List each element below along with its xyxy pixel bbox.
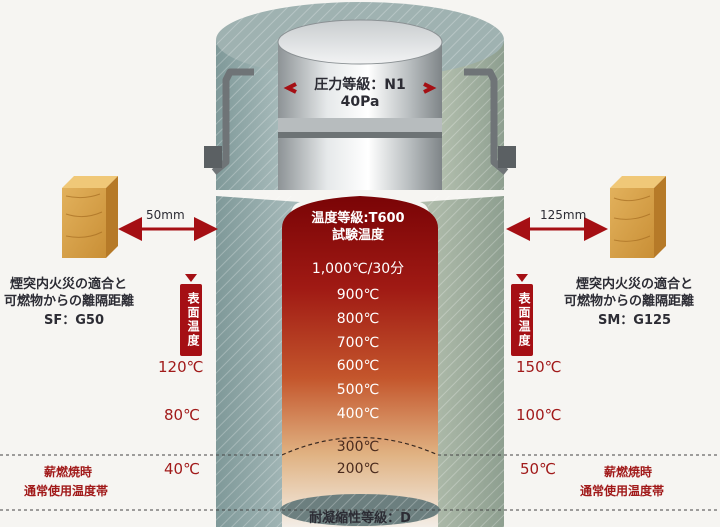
scale-800: 800℃	[336, 311, 380, 327]
scale-700: 700℃	[336, 335, 380, 351]
surface-arrow-right	[516, 274, 528, 282]
right-distance: 125mm	[540, 208, 587, 222]
left-band-line1: 薪燃焼時	[44, 465, 93, 479]
left-title-line2: 可燃物からの離隔距離	[4, 294, 135, 309]
right-temp-50: 50℃	[520, 460, 556, 478]
right-band-line2: 通常使用温度帯	[580, 484, 665, 498]
left-temp-80: 80℃	[164, 406, 200, 424]
scale-400: 400℃	[336, 406, 380, 422]
scale-600: 600℃	[336, 358, 380, 374]
scale-900: 900℃	[336, 287, 380, 303]
pressure-arrow-left	[283, 82, 297, 94]
pressure-grade: 圧力等級：N1	[314, 77, 406, 93]
left-temp-120: 120℃	[158, 358, 204, 376]
wood-block-left	[62, 176, 118, 258]
right-surface-temp-label: 表面温度	[511, 284, 533, 356]
temperature-grade: 温度等級:T600	[311, 211, 405, 226]
left-band-line2: 通常使用温度帯	[24, 484, 109, 498]
condensation-grade: 耐凝縮性等級：D	[309, 511, 411, 526]
right-band-line1: 薪燃焼時	[604, 465, 653, 479]
scale-1000: 1,000℃/30分	[311, 261, 405, 277]
left-distance: 50mm	[146, 208, 185, 222]
left-temp-40: 40℃	[164, 460, 200, 478]
surface-arrow-left	[185, 274, 197, 282]
right-temp-100: 100℃	[516, 406, 562, 424]
scale-300: 300℃	[336, 439, 380, 455]
left-code: SF：G50	[44, 313, 105, 328]
test-temperature-label: 試験温度	[331, 228, 385, 243]
right-temp-150: 150℃	[516, 358, 562, 376]
left-title-line1: 煙突内火災の適合と	[10, 277, 128, 292]
right-title-line1: 煙突内火災の適合と	[576, 277, 694, 292]
pressure-value: 40Pa	[340, 94, 380, 110]
wood-block-right	[610, 176, 666, 258]
right-code: SM：G125	[598, 313, 672, 328]
right-title-line2: 可燃物からの離隔距離	[564, 294, 695, 309]
left-surface-temp-label: 表面温度	[180, 284, 202, 356]
scale-200: 200℃	[336, 461, 380, 477]
scale-500: 500℃	[336, 382, 380, 398]
upper-section	[204, 2, 516, 190]
pressure-arrow-right	[423, 82, 437, 94]
